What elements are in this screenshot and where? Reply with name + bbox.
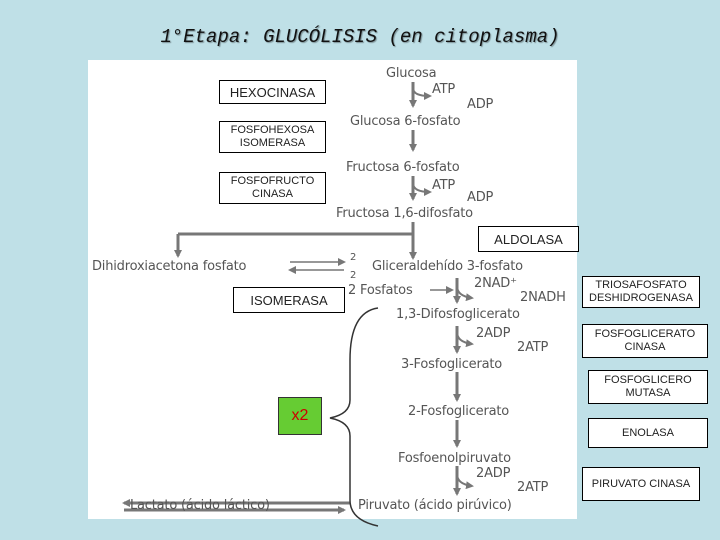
met-13-difosfoglicerato: 1,3-Difosfoglicerato bbox=[396, 307, 520, 322]
cofactor-2adp: 2ADP bbox=[476, 326, 511, 341]
met-glucosa-6-fosfato: Glucosa 6-fosfato bbox=[350, 114, 461, 129]
cofactor-atp: ATP bbox=[432, 82, 456, 97]
enzyme-triosafosfato-deshidrogenasa: TRIOSAFOSFATO DESHIDROGENASA bbox=[582, 276, 700, 308]
cofactor-2atp: 2ATP bbox=[517, 340, 549, 355]
enzyme-piruvato-cinasa: PIRUVATO CINASA bbox=[582, 467, 700, 501]
curve-adp2-1 bbox=[456, 331, 474, 348]
met-dihidroxiacetona-fosfato: Dihidroxiacetona fosfato bbox=[92, 259, 247, 274]
met-fructosa-16-difosfato: Fructosa 1,6-difosfato bbox=[336, 206, 473, 221]
enzyme-fosfoglicerato-cinasa: FOSFOGLICERATO CINASA bbox=[582, 324, 708, 358]
met-glucosa: Glucosa bbox=[386, 66, 437, 81]
enzyme-fosfoglicero-mutasa: FOSFOGLICERO MUTASA bbox=[588, 370, 708, 404]
enzyme-fosfofructo-cinasa: FOSFOFRUCTO CINASA bbox=[219, 172, 326, 204]
met-3-fosfoglicerato: 3-Fosfoglicerato bbox=[401, 357, 503, 372]
cofactor-adp: ADP bbox=[467, 97, 494, 112]
met-gliceraldehido-3-fosfato: Gliceraldehído 3-fosfato bbox=[372, 259, 523, 274]
met-fructosa-6-fosfato: Fructosa 6-fosfato bbox=[346, 160, 460, 175]
met-piruvato: Piruvato (ácido pirúvico) bbox=[358, 498, 512, 513]
enzyme-fosfohexosa-isomerasa: FOSFOHEXOSA ISOMERASA bbox=[219, 121, 326, 153]
brace bbox=[329, 307, 379, 527]
coefficient-2: 2 bbox=[350, 270, 357, 281]
enzyme-aldolasa: ALDOLASA bbox=[478, 226, 579, 252]
cofactor-atp: ATP bbox=[432, 178, 456, 193]
cofactor-adp: ADP bbox=[467, 190, 494, 205]
curve-nad bbox=[456, 285, 474, 302]
enzyme-isomerasa: ISOMERASA bbox=[233, 287, 345, 313]
curve-atp2 bbox=[412, 182, 432, 196]
cofactor-2adp: 2ADP bbox=[476, 466, 511, 481]
curve-atp1 bbox=[412, 87, 432, 100]
multiplier-badge: x2 bbox=[278, 397, 322, 435]
enzyme-hexocinasa: HEXOCINASA bbox=[219, 80, 326, 104]
coefficient-2: 2 bbox=[350, 252, 357, 263]
page-title: 1°Etapa: GLUCÓLISIS (en citoplasma) bbox=[160, 26, 560, 48]
enzyme-enolasa: ENOLASA bbox=[588, 418, 708, 448]
cofactor-nad: 2NAD⁺ bbox=[474, 276, 517, 291]
cofactor-2atp: 2ATP bbox=[517, 480, 549, 495]
met-2-fosfoglicerato: 2-Fosfoglicerato bbox=[408, 404, 510, 419]
curve-adp2-2 bbox=[456, 473, 474, 490]
cofactor-nadh: 2NADH bbox=[520, 290, 566, 305]
met-fosfoenolpiruvato: Fosfoenolpiruvato bbox=[398, 451, 511, 466]
met-lactato: Lactato (ácido láctico) bbox=[130, 498, 270, 513]
met-2-fosfatos: 2 Fosfatos bbox=[348, 283, 413, 298]
